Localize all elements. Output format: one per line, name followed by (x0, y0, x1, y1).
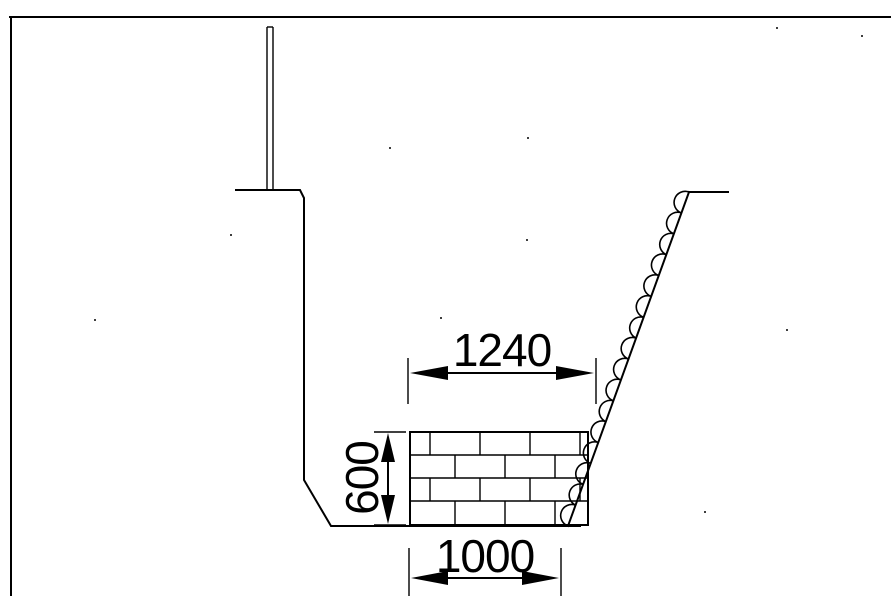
arrowhead-left (410, 366, 448, 380)
arrowhead-right (522, 571, 559, 585)
drawing-frame (9, 16, 891, 596)
dimension-top-width: 1240 (407, 324, 597, 404)
arrowhead-left (411, 571, 448, 585)
dimension-label-height: 600 (336, 441, 388, 515)
brick-retaining-wall (409, 431, 589, 526)
dimension-label-bottom-width: 1000 (436, 530, 534, 582)
slope-stone-revetment (559, 190, 690, 527)
revetment-scallops (559, 190, 690, 527)
scan-specks (94, 27, 863, 513)
dimension-bottom-width: 1000 (408, 530, 562, 596)
dimension-label-top-width: 1240 (453, 324, 551, 376)
dimension-height: 600 (336, 431, 406, 526)
arrowhead-down (381, 495, 395, 524)
arrowhead-up (381, 433, 395, 462)
fence-post (266, 26, 274, 190)
arrowhead-right (556, 366, 594, 380)
